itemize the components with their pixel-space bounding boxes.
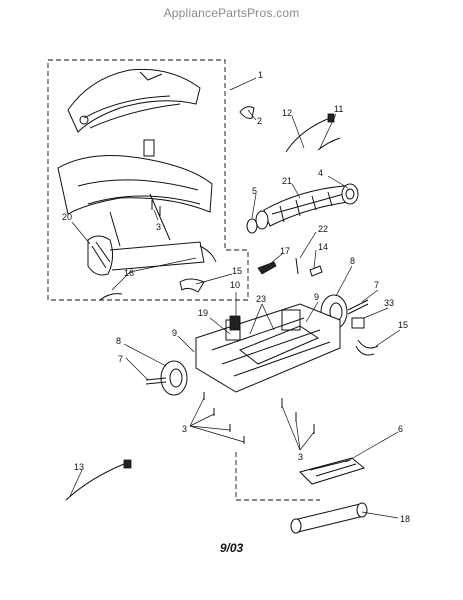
screw-group-hood	[151, 200, 161, 216]
callout-23: 23	[256, 294, 266, 304]
callout-14: 14	[318, 242, 328, 252]
leader-lines	[69, 77, 401, 519]
callout-4: 4	[318, 168, 323, 178]
pedal-left	[179, 278, 205, 293]
callout-9-left: 9	[172, 328, 177, 338]
pin	[295, 257, 299, 275]
bumper-strip-left	[99, 293, 123, 301]
callout-17: 17	[280, 246, 290, 256]
belt	[239, 106, 255, 119]
callout-18: 18	[400, 514, 410, 524]
callout-20: 20	[62, 212, 72, 222]
callout-12: 12	[282, 108, 292, 118]
callout-2: 2	[257, 116, 262, 126]
wire-lead	[317, 137, 341, 151]
site-watermark: AppliancePartsPros.com	[163, 6, 300, 20]
agitator-roller	[290, 502, 368, 534]
bottom-plate	[299, 457, 366, 485]
callout-10: 10	[230, 280, 240, 290]
screw-group-left	[203, 392, 245, 444]
callout-8-right: 8	[350, 256, 355, 266]
bearing	[246, 218, 258, 234]
callout-9-right: 9	[314, 292, 319, 302]
axle-shaft-right	[347, 299, 369, 315]
switch-housing	[229, 315, 241, 331]
axle-shaft-left	[145, 377, 167, 385]
headlight-lens	[87, 235, 205, 276]
power-cord-upper	[285, 117, 331, 153]
callout-5: 5	[252, 186, 257, 196]
callout-13: 13	[74, 462, 84, 472]
callout-16: 16	[124, 268, 134, 278]
wheel-spacer	[351, 317, 365, 329]
callout-19: 19	[198, 308, 208, 318]
callout-15-right: 15	[398, 320, 408, 330]
callout-1: 1	[258, 70, 263, 80]
revision-date: 9/03	[219, 541, 244, 555]
callout-21: 21	[282, 176, 292, 186]
callout-3-left: 3	[182, 424, 187, 434]
hood-top	[67, 68, 201, 133]
power-cord-lower	[65, 463, 125, 501]
callout-15-left: 15	[232, 266, 242, 276]
callout-3-center: 3	[298, 452, 303, 462]
callout-6: 6	[398, 424, 403, 434]
callout-7-right: 7	[374, 280, 379, 290]
nozzle-housing	[57, 139, 213, 247]
cord-connector-lower	[123, 459, 132, 469]
brushroll	[255, 183, 359, 230]
lever-spring	[309, 265, 323, 277]
height-adjust-lever	[257, 261, 277, 275]
callout-22: 22	[318, 224, 328, 234]
projection-line	[235, 452, 320, 501]
pedal-right	[355, 339, 379, 356]
callout-3-hood: 3	[156, 222, 161, 232]
callout-33: 33	[384, 298, 394, 308]
callout-11: 11	[334, 104, 343, 114]
callout-labels: 1 2 12 11 5 21 4 3 20 16 15 17 14 22 8 7…	[62, 70, 410, 524]
callout-7-left: 7	[118, 354, 123, 364]
bumper-strip-right	[199, 245, 217, 263]
hood-assembly-enclosure	[47, 59, 249, 301]
screw-group-center	[281, 398, 315, 434]
callout-8-left: 8	[116, 336, 121, 346]
